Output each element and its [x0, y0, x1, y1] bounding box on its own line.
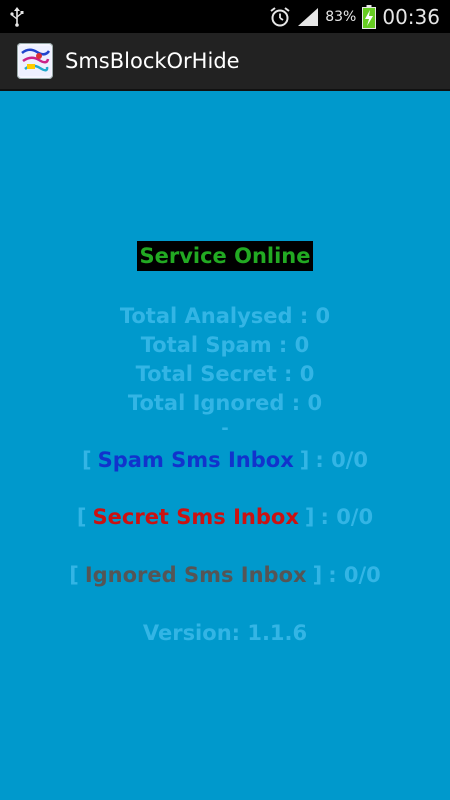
ignored-inbox-count: : 0/0	[328, 563, 381, 587]
usb-icon	[10, 6, 24, 27]
main-content: Service Online Total Analysed : 0 Total …	[0, 93, 450, 800]
bracket-close: ]	[304, 505, 315, 529]
secret-inbox-row: [ Secret Sms Inbox ] : 0/0	[77, 502, 373, 532]
battery-charging-icon	[362, 4, 377, 29]
total-ignored-label: Total Ignored : 0	[127, 391, 323, 415]
bracket-open: [	[76, 505, 87, 529]
secret-inbox-count: : 0/0	[320, 505, 374, 529]
app-icon[interactable]	[17, 43, 53, 79]
clock: 00:36	[382, 4, 440, 29]
bracket-close: ]	[312, 563, 323, 587]
signal-icon	[297, 7, 319, 27]
total-spam-label: Total Spam : 0	[140, 333, 310, 357]
secret-inbox-link[interactable]: Secret Sms Inbox	[92, 505, 299, 529]
bracket-open: [	[69, 563, 79, 587]
spam-inbox-count: : 0/0	[315, 448, 368, 472]
service-status-label: Service Online	[137, 241, 313, 271]
app-title: SmsBlockOrHide	[65, 49, 240, 73]
status-bar: 83% 00:36	[0, 0, 450, 33]
ignored-inbox-row: [ Ignored Sms Inbox ] : 0/0	[69, 560, 381, 590]
version-label: Version: 1.1.6	[142, 621, 308, 645]
bracket-open: [	[82, 448, 92, 472]
action-bar: SmsBlockOrHide	[0, 33, 450, 91]
spam-inbox-link[interactable]: Spam Sms Inbox	[97, 448, 294, 472]
battery-percent: 83%	[325, 8, 357, 25]
separator: -	[221, 418, 229, 439]
alarm-icon	[269, 6, 291, 28]
stats-block: Total Analysed : 0 Total Spam : 0 Total …	[120, 302, 330, 440]
bracket-close: ]	[299, 448, 310, 472]
total-secret-label: Total Secret : 0	[135, 362, 315, 386]
spam-inbox-row: [ Spam Sms Inbox ] : 0/0	[82, 445, 368, 475]
ignored-inbox-link[interactable]: Ignored Sms Inbox	[84, 563, 307, 587]
total-analysed-label: Total Analysed : 0	[119, 304, 331, 328]
